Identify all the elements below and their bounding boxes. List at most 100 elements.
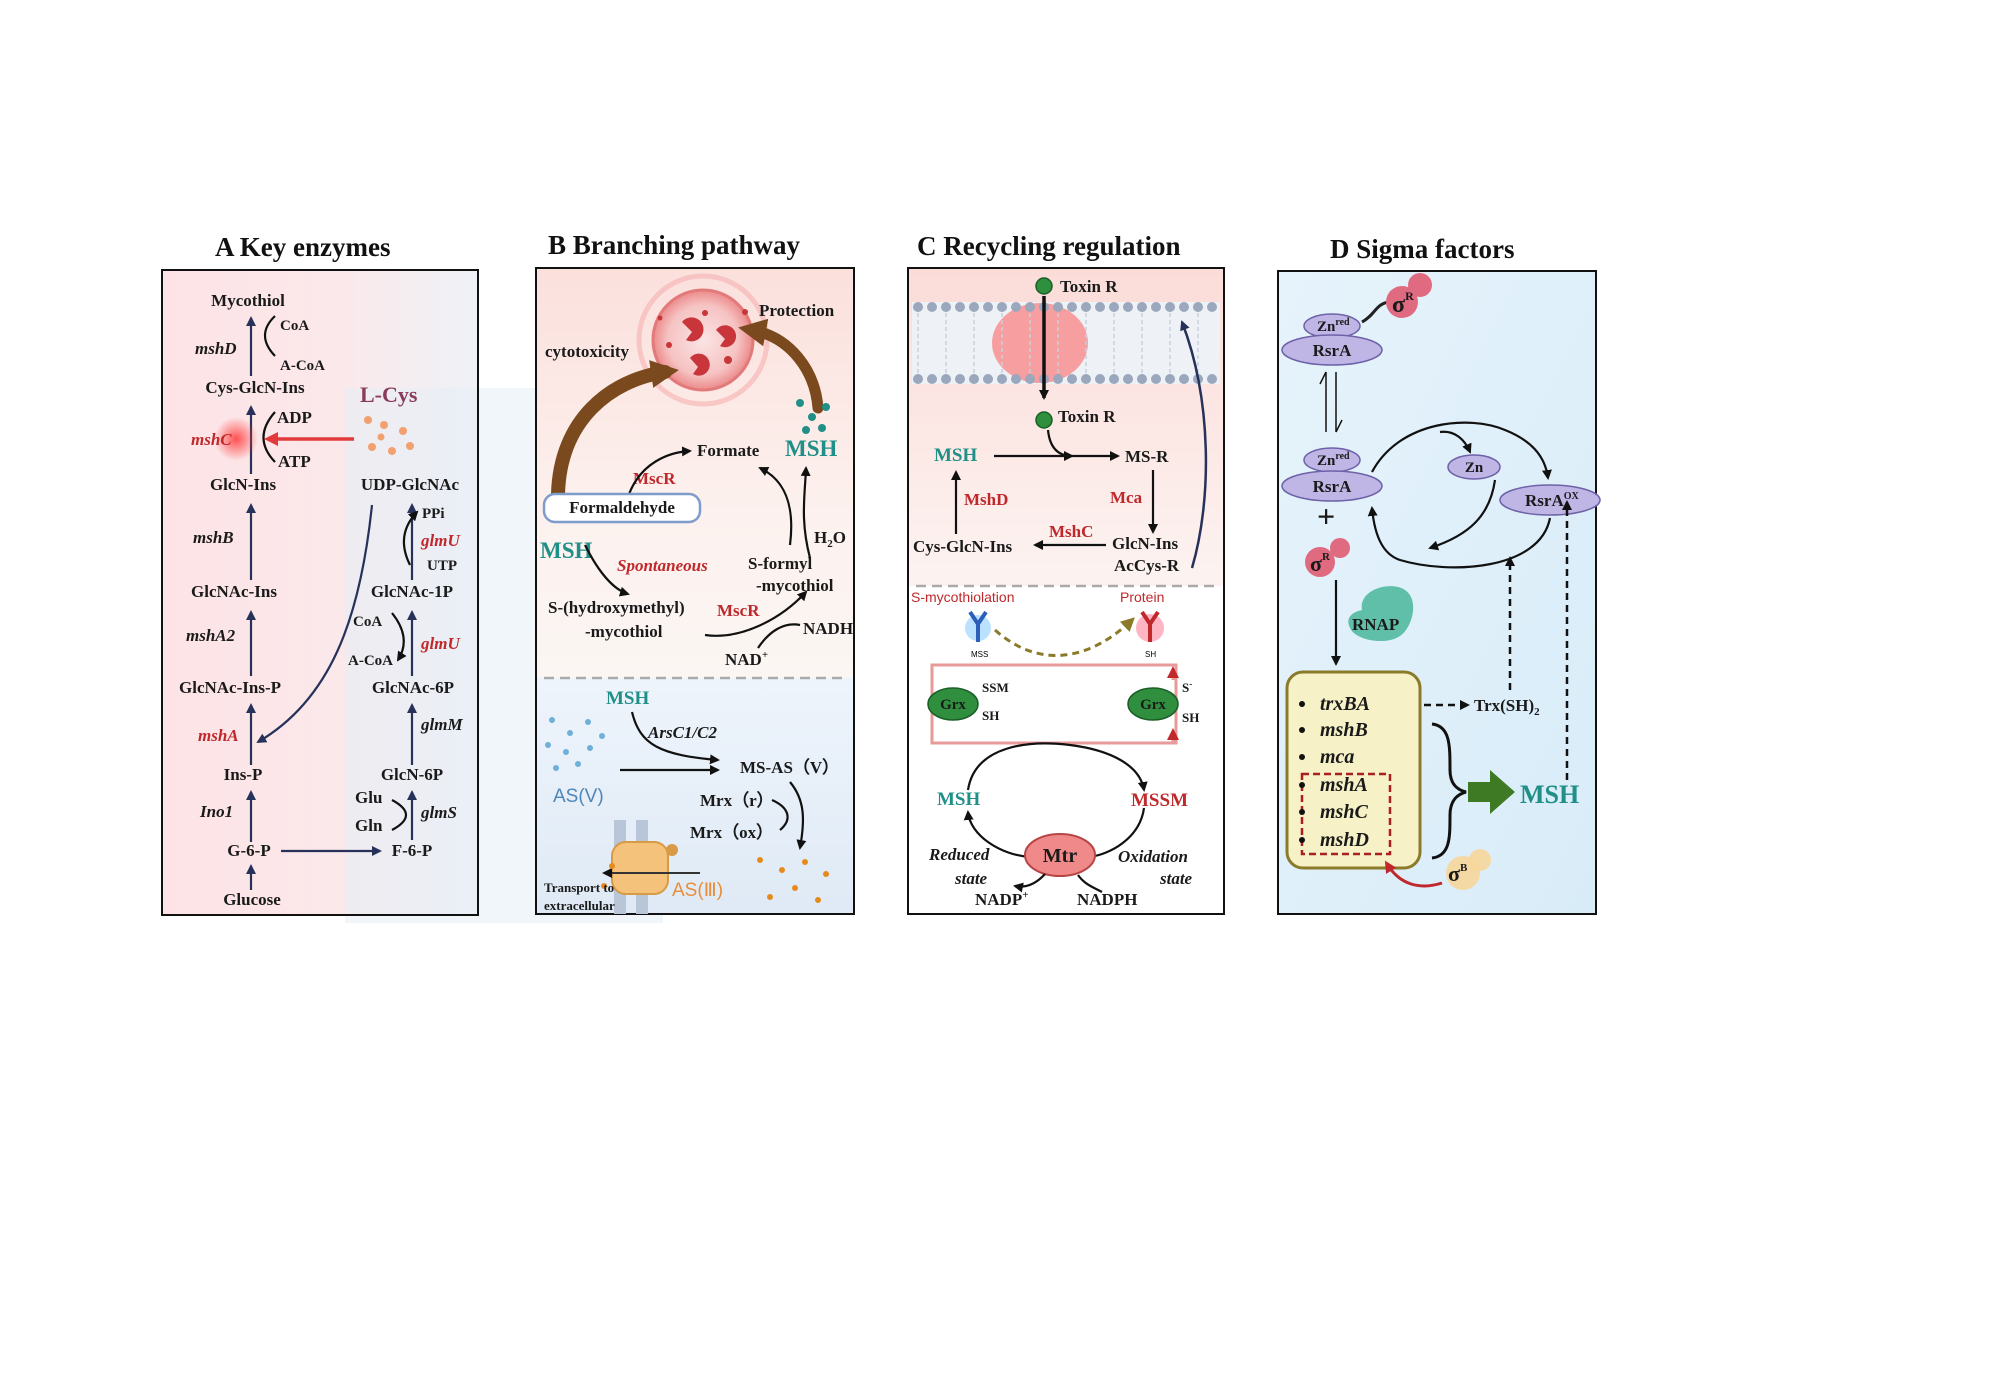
- mtr-label: Mtr: [1043, 845, 1078, 867]
- grx-label-1: Grx: [940, 697, 966, 713]
- enzyme-mshd: mshD: [195, 339, 237, 358]
- grx-2: [1127, 687, 1179, 721]
- zn-ellipse: [1447, 454, 1501, 480]
- panel-a-title: A Key enzymes: [215, 232, 390, 262]
- mtr-enzyme: [1024, 833, 1096, 877]
- nadp-label: NADP+: [975, 889, 1029, 909]
- zn-red-label-1: Znred: [1317, 317, 1350, 335]
- msh-label-3: MSH: [606, 688, 650, 709]
- mssm-label: MSSM: [1131, 790, 1188, 811]
- arrow-udpglcnac-msha: [256, 504, 374, 744]
- arrow-rsraox-reduction: [1367, 506, 1552, 569]
- rnap-label: RNAP: [1352, 615, 1399, 634]
- mshd-label-c: MshD: [964, 490, 1008, 509]
- metabolite-glcnac-6p: GlcNAc-6P: [372, 678, 454, 697]
- arrow-msas-asiii: [789, 781, 807, 850]
- msh-label-d: MSH: [1520, 780, 1579, 809]
- panel-d: D Sigma factors Znred RsrA σR Znred RsrA…: [1277, 234, 1601, 915]
- reduced-label-1: Reduced: [928, 845, 990, 864]
- panel-d-title: D Sigma factors: [1330, 234, 1514, 264]
- msr-label: MS-R: [1125, 447, 1169, 466]
- lcys-label: L-Cys: [360, 382, 418, 407]
- curve-nadh: [757, 623, 801, 649]
- enzyme-glms: glmS: [420, 803, 457, 822]
- gene-mshc: mshC: [1320, 801, 1368, 823]
- curve-nadph: [1077, 874, 1103, 893]
- cofactor-adp: ADP: [277, 408, 312, 427]
- sh-small-label: SH: [1145, 650, 1156, 659]
- enzyme-mshc: mshC: [191, 430, 232, 449]
- cofactor-utp: UTP: [427, 558, 457, 574]
- arrow-sformyl-formate: [758, 466, 793, 546]
- cofactor-coa2: CoA: [353, 614, 382, 630]
- gene-brace: [1431, 722, 1467, 860]
- arrow-smycothiolation: [994, 617, 1135, 657]
- panel-b: B Branching pathway Protection cytotoxic…: [535, 230, 855, 915]
- enzyme-msha: mshA: [198, 726, 239, 745]
- gene-msha: mshA: [1320, 774, 1368, 796]
- arrow-sigmab-genes: [1384, 860, 1443, 888]
- arrow-rsra-oxidation: [1371, 421, 1552, 480]
- shydroxy-label-1: S-(hydroxymethyl): [548, 598, 685, 617]
- membrane-bilayer: [912, 302, 1220, 384]
- mss-label: MSS: [971, 650, 988, 659]
- toxin-label-2: Toxin R: [1058, 407, 1116, 426]
- cell-fragments: [657, 309, 748, 376]
- metabolite-glcn-6p: GlcN-6P: [381, 765, 443, 784]
- sformyl-label-2: -mycothiol: [756, 576, 834, 595]
- rsraox-label: RsrAOX: [1525, 491, 1579, 510]
- enzyme-mshb: mshB: [193, 528, 234, 547]
- toxin-ball-2: [1035, 411, 1053, 429]
- sigma-r-mid: [1305, 538, 1350, 577]
- sigma-b: [1446, 849, 1491, 890]
- msh-label-c1: MSH: [934, 445, 978, 466]
- enzyme-glmu-2: glmU: [420, 634, 460, 653]
- gene-mshb: mshB: [1320, 719, 1368, 741]
- mscr-label-2: MscR: [717, 601, 760, 620]
- metabolite-g-6-p: G-6-P: [227, 841, 270, 860]
- protection-label: Protection: [759, 301, 835, 320]
- arrow-zn-release: [1439, 430, 1472, 454]
- panel-c-frame: [907, 267, 1225, 915]
- mrxr-label: Mrx（r）: [700, 790, 774, 810]
- smycothiolation-label: S-mycothiolation: [911, 589, 1015, 605]
- ssm-label: SSM: [982, 680, 1009, 695]
- mshc-label-c: MshC: [1049, 522, 1093, 541]
- protein-mss: [965, 610, 991, 642]
- arsc-label: ArsC1/C2: [647, 723, 717, 742]
- metabolite-ins-p: Ins-P: [224, 765, 263, 784]
- grx-1: [927, 687, 979, 721]
- enzyme-ino1: Ino1: [199, 802, 233, 821]
- panel-b-bottom-background: [536, 678, 854, 914]
- panel-b-frame: [535, 267, 855, 915]
- msh-dots: [796, 399, 830, 434]
- enzyme-msha2: mshA2: [186, 626, 236, 645]
- enzyme-glmm: glmM: [420, 715, 463, 734]
- arrow-msh-shydroxy: [584, 544, 630, 597]
- arrow-nadp: [1013, 873, 1046, 893]
- msh-label-c2: MSH: [937, 789, 981, 810]
- msh-label-2: MSH: [540, 538, 593, 563]
- grx-label-2: Grx: [1140, 697, 1166, 713]
- zn-free-label: Zn: [1465, 460, 1484, 476]
- metabolite-glucose: Glucose: [223, 890, 281, 909]
- sigma-r-top: [1386, 273, 1432, 318]
- metabolite-mycothiol: Mycothiol: [211, 291, 285, 310]
- metabolite-cys-glcn-ins: Cys-GlcN-Ins: [205, 378, 305, 397]
- sh-label-1: SH: [982, 708, 999, 723]
- gene-trxba: trxBA: [1320, 693, 1370, 715]
- formate-label: Formate: [697, 441, 760, 460]
- arrow-formaldehyde-formate: [626, 446, 692, 498]
- panel-b-title: B Branching pathway: [548, 230, 801, 260]
- gene-mshd: mshD: [1320, 829, 1369, 851]
- toxin-label-1: Toxin R: [1060, 277, 1118, 296]
- transport-label-1: Transport to: [544, 880, 614, 895]
- toxin-ball-1: [1035, 277, 1053, 295]
- spontaneous-label: Spontaneous: [617, 556, 708, 575]
- glcnins-label: GlcN-Ins: [1112, 534, 1179, 553]
- enzyme-glmu-1: glmU: [420, 531, 460, 550]
- mca-label: Mca: [1110, 488, 1143, 507]
- asiii-label: AS(Ⅲ): [672, 880, 723, 901]
- cofactor-glu: Glu: [355, 788, 382, 807]
- cofactor-acoa: A-CoA: [280, 358, 325, 374]
